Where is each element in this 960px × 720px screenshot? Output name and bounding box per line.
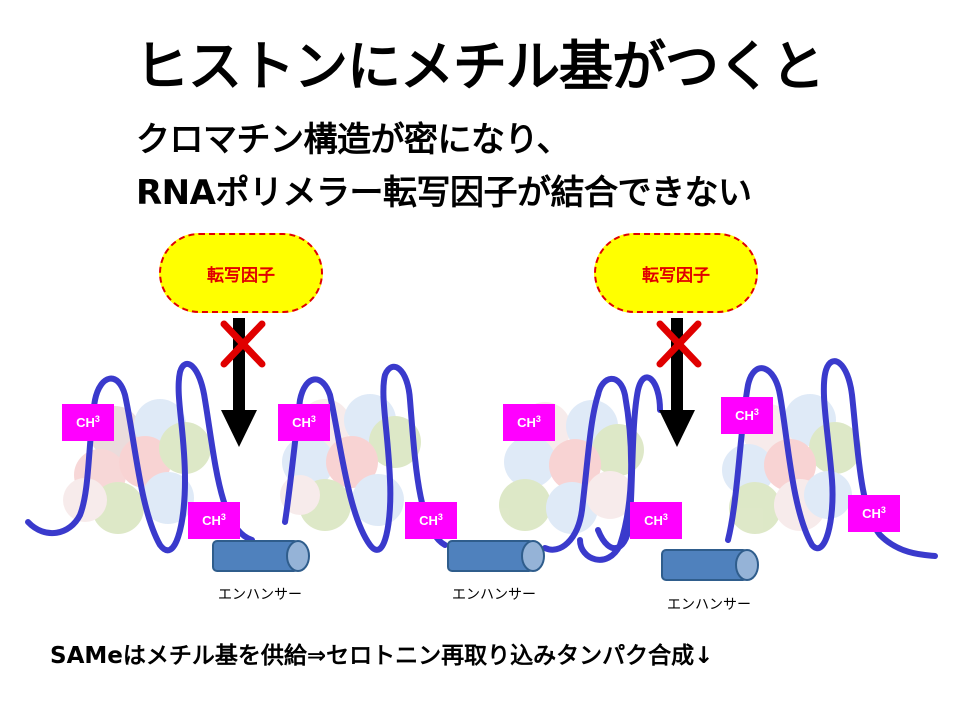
dna-strand-2: [282, 363, 448, 553]
dna-strand-3b: [595, 374, 663, 552]
transcription-factor-1: 転写因子: [159, 233, 323, 313]
histone-cluster-3: [499, 400, 644, 534]
enhancer-3: [661, 549, 759, 581]
footer-note: SAMeはメチル基を供給⇒セロトニン再取り込みタンパク合成↓: [50, 643, 714, 669]
subtitle-line-1: クロマチン構造が密になり、: [136, 120, 571, 160]
block-x-icon: [220, 320, 266, 368]
slide-title: ヒストンにメチル基がつくと: [135, 35, 825, 98]
enhancer-2: [447, 540, 545, 572]
enhancer-label: エンハンサー: [218, 587, 302, 603]
transcription-factor-label: 転写因子: [642, 265, 710, 286]
enhancer-1: [212, 540, 310, 572]
dna-strand-4: [725, 358, 938, 559]
dna-strand-1: [25, 361, 255, 554]
transcription-factor-2: 転写因子: [594, 233, 758, 313]
subtitle-line-2: RNAポリメラー転写因子が結合できない: [136, 173, 752, 213]
enhancer-label: エンハンサー: [452, 587, 536, 603]
transcription-factor-label: 転写因子: [207, 265, 275, 286]
block-x-icon: [656, 320, 702, 368]
enhancer-label: エンハンサー: [667, 597, 751, 613]
